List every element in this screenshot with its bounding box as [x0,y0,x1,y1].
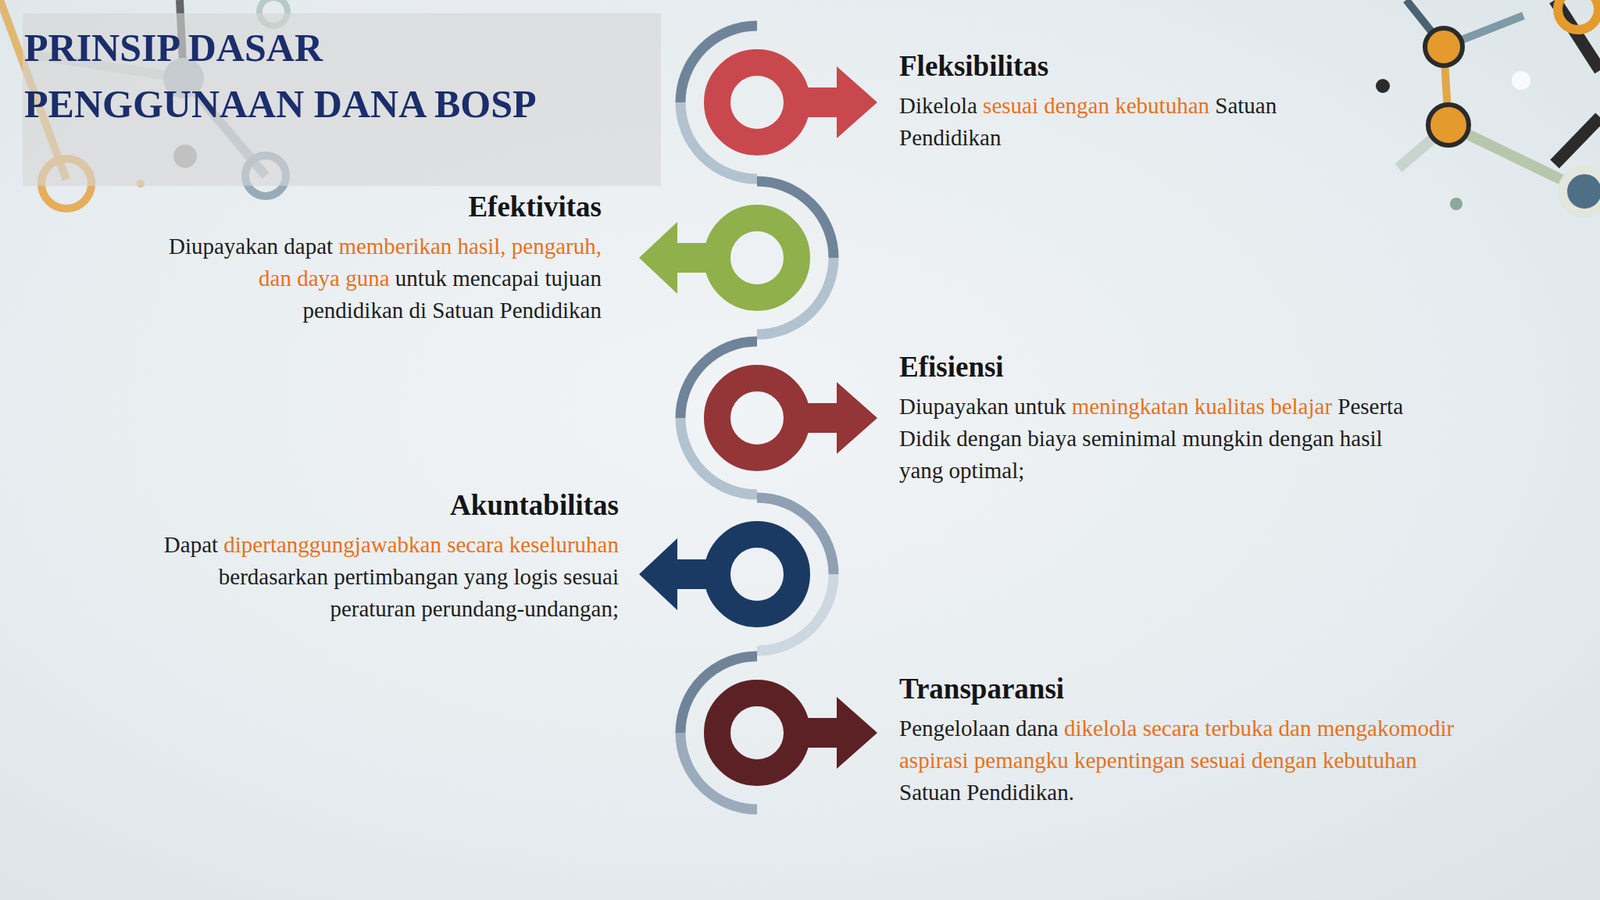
principle-heading: Efisiensi [899,350,1415,385]
principle-item: FleksibilitasDikelola sesuai dengan kebu… [899,49,1368,154]
plain-text: Dapat [164,532,225,558]
principle-description: Diupayakan dapat memberikan hasil, penga… [160,230,602,327]
principle-heading: Transparansi [899,671,1462,707]
plain-text: berdasarkan pertimbangan yang logis sesu… [218,564,619,622]
molecule-decoration [1375,0,1600,214]
principle-heading: Efektivitas [160,189,602,225]
plain-text: Pengelolaan dana [899,715,1065,741]
ring-arrow-icon [639,534,797,615]
principle-description: Diupayakan untuk meningkatan kualitas be… [899,390,1415,487]
highlighted-text: meningkatan kualitas belajar [1071,393,1339,419]
title-panel [22,13,661,186]
ring-arrow-icon [717,692,878,773]
plain-text: Satuan Pendidikan. [899,779,1075,805]
ring-arrow-icon [717,378,878,458]
highlighted-text: sesuai dengan kebutuhan [982,92,1215,118]
plain-text: Diupayakan dapat [168,233,339,259]
plain-text: Diupayakan untuk [899,393,1072,419]
principle-description: Pengelolaan dana dikelola secara terbuka… [899,712,1462,809]
plain-text: Dikelola [899,92,983,118]
principle-item: AkuntabilitasDapat dipertanggungjawabkan… [152,488,619,625]
ring-arrow-icon [639,217,797,298]
ring-arrow-icon [717,62,878,143]
principle-description: Dikelola sesuai dengan kebutuhan Satuan … [899,89,1368,154]
principle-heading: Akuntabilitas [152,488,619,523]
principle-item: EfisiensiDiupayakan untuk meningkatan ku… [899,350,1415,487]
principle-heading: Fleksibilitas [899,49,1368,84]
principle-description: Dapat dipertanggungjawabkan secara kesel… [152,528,619,625]
highlighted-text: dipertanggungjawabkan secara keseluruhan [223,532,619,558]
principle-item: TransparansiPengelolaan dana dikelola se… [899,671,1462,809]
slide-title: PRINSIP DASAR PENGGUNAAN DANA BOSP [24,19,579,133]
principle-item: EfektivitasDiupayakan dapat memberikan h… [160,189,602,327]
